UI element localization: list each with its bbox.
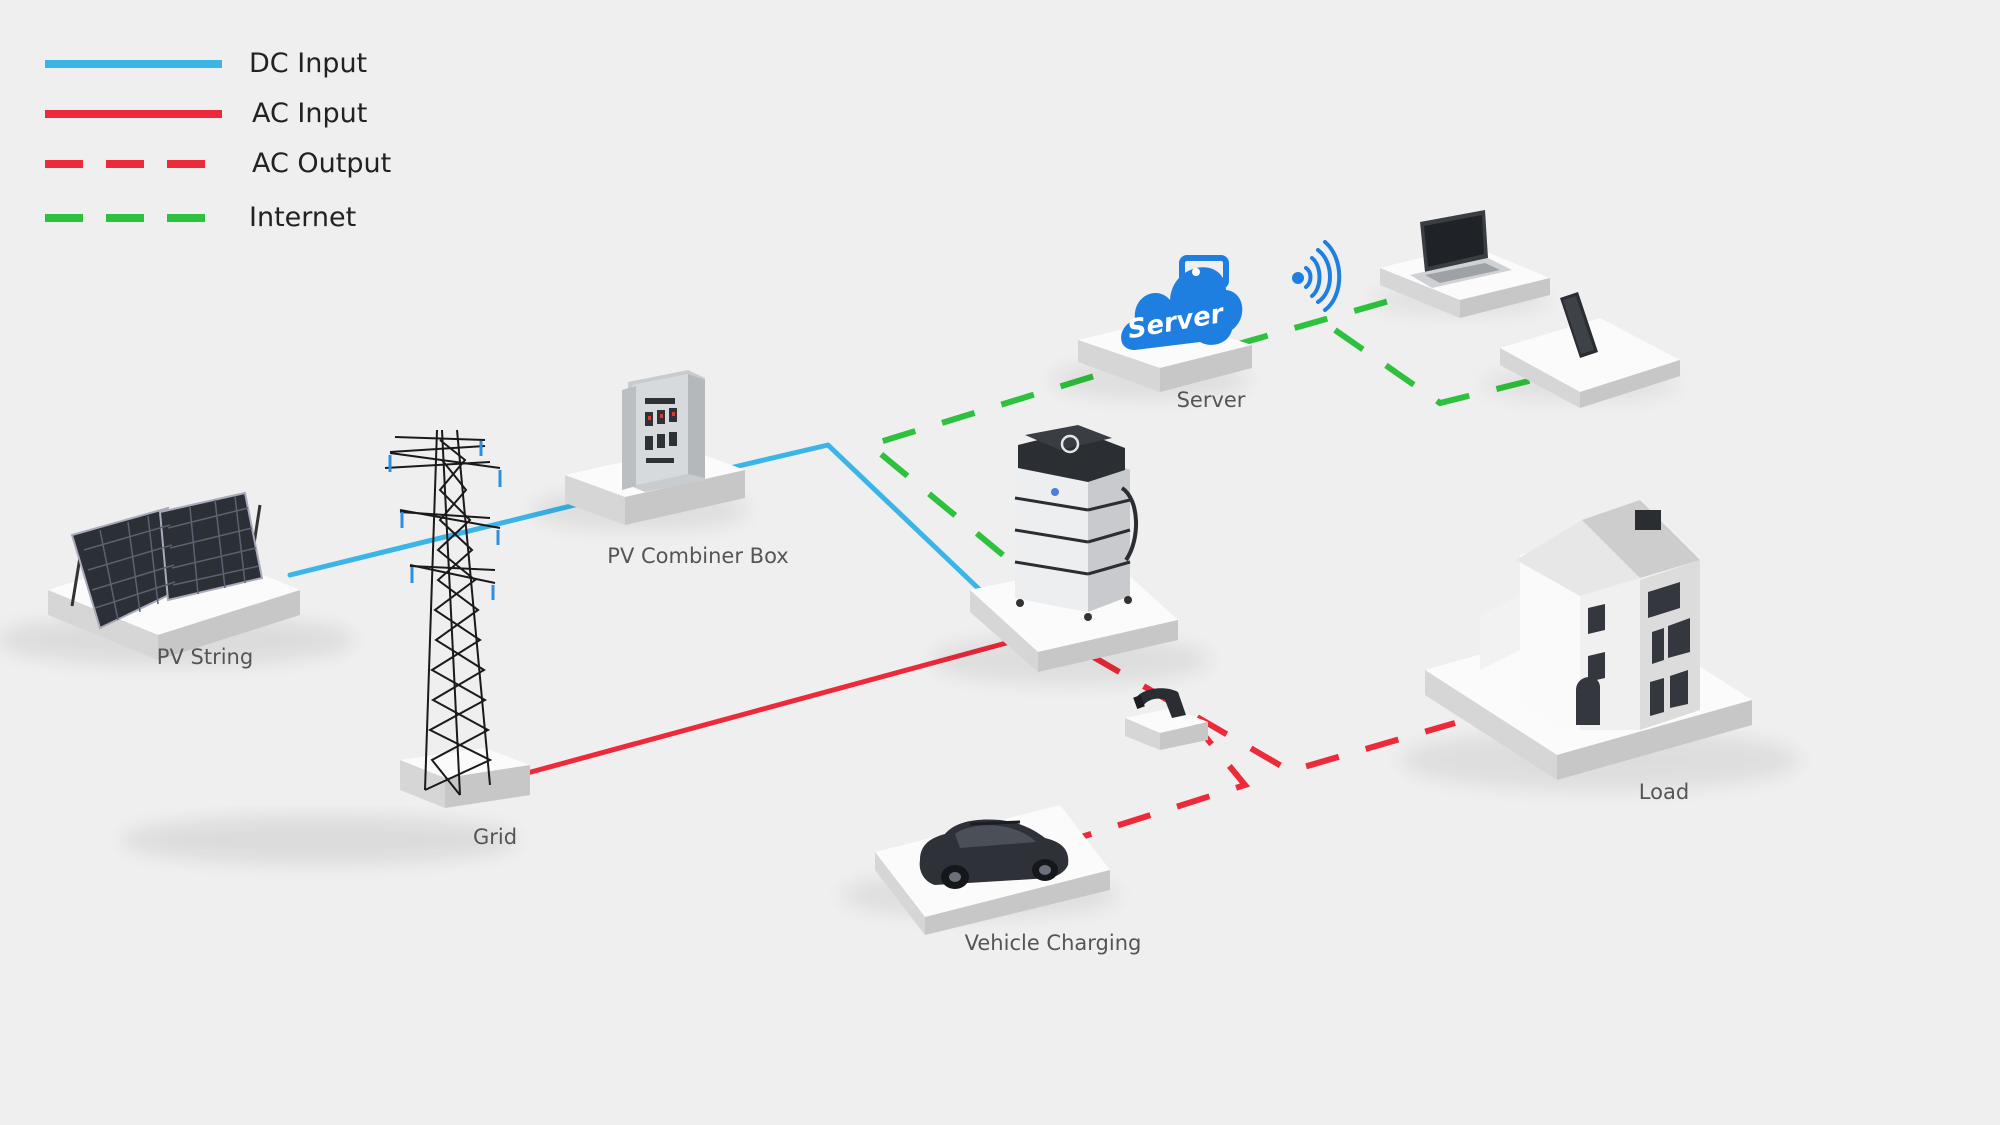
- ac-out-to-vehicle: [1071, 716, 1251, 843]
- legend-item-ac-input: AC Input: [40, 94, 460, 134]
- pv-string-label: PV String: [156, 645, 254, 669]
- legend-label: Internet: [249, 202, 357, 233]
- grid-label: Grid: [472, 825, 518, 849]
- combiner-box-icon: [622, 370, 705, 492]
- dc-line-combiner-to-inverter: [727, 442, 983, 593]
- wifi-icon: [1292, 240, 1342, 312]
- car-icon: [919, 819, 1069, 889]
- legend-label: AC Input: [252, 98, 368, 129]
- house-icon: [1480, 500, 1700, 730]
- solar-panel-icon: [70, 491, 264, 630]
- server-node: Server: [1050, 255, 1252, 398]
- ac-output-lines: [1071, 652, 1456, 843]
- phone-node: [1480, 292, 1680, 408]
- legend-swatch: [45, 214, 222, 222]
- pv-combiner-box-label: PV Combiner Box: [607, 544, 789, 568]
- legend-label: DC Input: [249, 48, 368, 79]
- pv-string-node: [0, 491, 355, 665]
- server-label: Server: [1176, 388, 1246, 412]
- load-node: [1400, 500, 1800, 790]
- legend-item-internet: Internet: [40, 198, 460, 238]
- legend-swatch: [45, 160, 222, 168]
- server-cloud-icon: Server: [1121, 255, 1243, 350]
- ac-input-lines: [517, 639, 1013, 778]
- laptop-icon: [1410, 210, 1512, 288]
- ev-charger-plug-icon: [1133, 688, 1186, 718]
- legend-item-dc-input: DC Input: [40, 44, 460, 84]
- legend-swatch: [45, 60, 222, 68]
- battery-node: [930, 425, 1210, 684]
- insulator-icon: [388, 441, 502, 600]
- legend-label: AC Output: [252, 148, 392, 179]
- vehicle-charging-label: Vehicle Charging: [964, 931, 1142, 955]
- legend-swatch: [45, 110, 222, 118]
- vehicle-node: [840, 805, 1120, 935]
- laptop-node: [1370, 210, 1550, 318]
- transmission-tower-icon: [384, 429, 501, 796]
- charger-node: [1125, 688, 1208, 750]
- pv-combiner-node: [530, 370, 750, 530]
- smartphone-icon: [1560, 292, 1598, 358]
- ac-line-grid-to-inverter: [517, 639, 1013, 778]
- legend-item-ac-output: AC Output: [40, 144, 460, 184]
- battery-stack-icon: [1014, 425, 1138, 621]
- grid-node: [120, 429, 530, 864]
- legend: DC Input AC Input AC Output Internet: [40, 40, 460, 250]
- load-label: Load: [1638, 780, 1690, 804]
